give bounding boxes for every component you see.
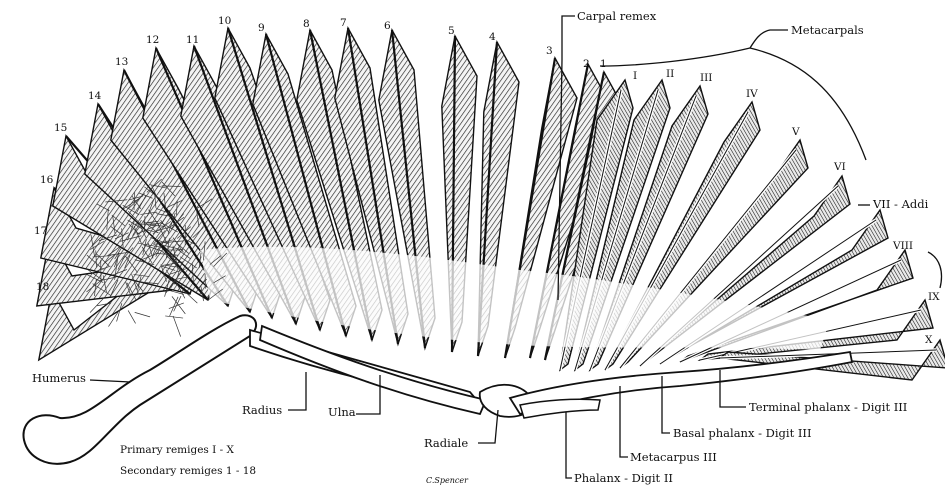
primary-numeral-x: X <box>925 334 932 346</box>
primary-numeral-iii: III <box>700 72 712 84</box>
secondary-number-17: 17 <box>34 225 47 237</box>
secondary-number-18: 18 <box>36 281 49 293</box>
secondary-number-7: 7 <box>340 17 347 29</box>
label-carpal-remex: Carpal remex <box>577 10 656 23</box>
secondary-number-4: 4 <box>489 31 496 43</box>
primary-numeral-ii: II <box>666 68 674 80</box>
down-strand <box>128 310 135 323</box>
label-metacarpals: Metacarpals <box>791 24 864 37</box>
label-ulna: Ulna <box>328 406 356 419</box>
leader-phalanx-digit-ii <box>566 412 572 478</box>
down-strand <box>135 312 150 317</box>
down-strand <box>165 316 183 318</box>
brace-metacarpals-left <box>600 48 750 66</box>
leader-metacarpus-iii <box>620 386 628 457</box>
down-strand <box>173 316 181 337</box>
label-phalanx-digit-ii: Phalanx - Digit II <box>574 472 673 485</box>
label-basal-phalanx: Basal phalanx - Digit III <box>673 427 812 440</box>
covert-band <box>200 247 830 350</box>
primary-numeral-ix: IX <box>928 291 940 303</box>
primary-numeral-iv: IV <box>746 88 758 100</box>
secondary-number-12: 12 <box>146 34 159 46</box>
secondary-number-8: 8 <box>303 18 310 30</box>
label-radius: Radius <box>242 404 282 417</box>
primary-numeral-vi: VI <box>834 161 846 173</box>
secondary-number-14: 14 <box>88 90 101 102</box>
legend-primary: Primary remiges I - X <box>120 444 234 457</box>
secondary-number-6: 6 <box>384 20 391 32</box>
secondary-number-16: 16 <box>40 174 53 186</box>
primary-numeral-v: V <box>792 126 800 138</box>
label-additional: VII - Addi <box>873 198 928 211</box>
down-strand <box>170 297 178 316</box>
label-humerus: Humerus <box>32 372 86 385</box>
label-terminal-phalanx: Terminal phalanx - Digit III <box>749 401 907 414</box>
brace-additional <box>928 252 942 288</box>
secondary-number-10: 10 <box>218 15 231 27</box>
label-radiale: Radiale <box>424 437 468 450</box>
feather-vanes <box>37 28 945 380</box>
secondary-number-3: 3 <box>546 45 553 57</box>
legend-secondary: Secondary remiges 1 - 18 <box>120 465 256 478</box>
leader-radius <box>288 372 306 410</box>
secondary-number-15: 15 <box>54 122 67 134</box>
artist-signature: C.Spencer <box>426 476 468 485</box>
secondary-number-9: 9 <box>258 22 265 34</box>
label-metacarpus-iii: Metacarpus III <box>630 451 717 464</box>
secondary-number-11: 11 <box>186 34 199 46</box>
secondary-number-1: 1 <box>600 58 607 70</box>
secondary-number-2: 2 <box>583 58 590 70</box>
primary-numeral-i: I <box>633 70 637 82</box>
secondary-number-5: 5 <box>448 25 455 37</box>
leader-humerus <box>90 380 130 382</box>
secondary-number-13: 13 <box>115 56 128 68</box>
brace-metacarpals-right <box>750 48 866 160</box>
leader-metacarpals <box>750 30 788 48</box>
primary-numeral-viii: VIII <box>893 240 913 252</box>
